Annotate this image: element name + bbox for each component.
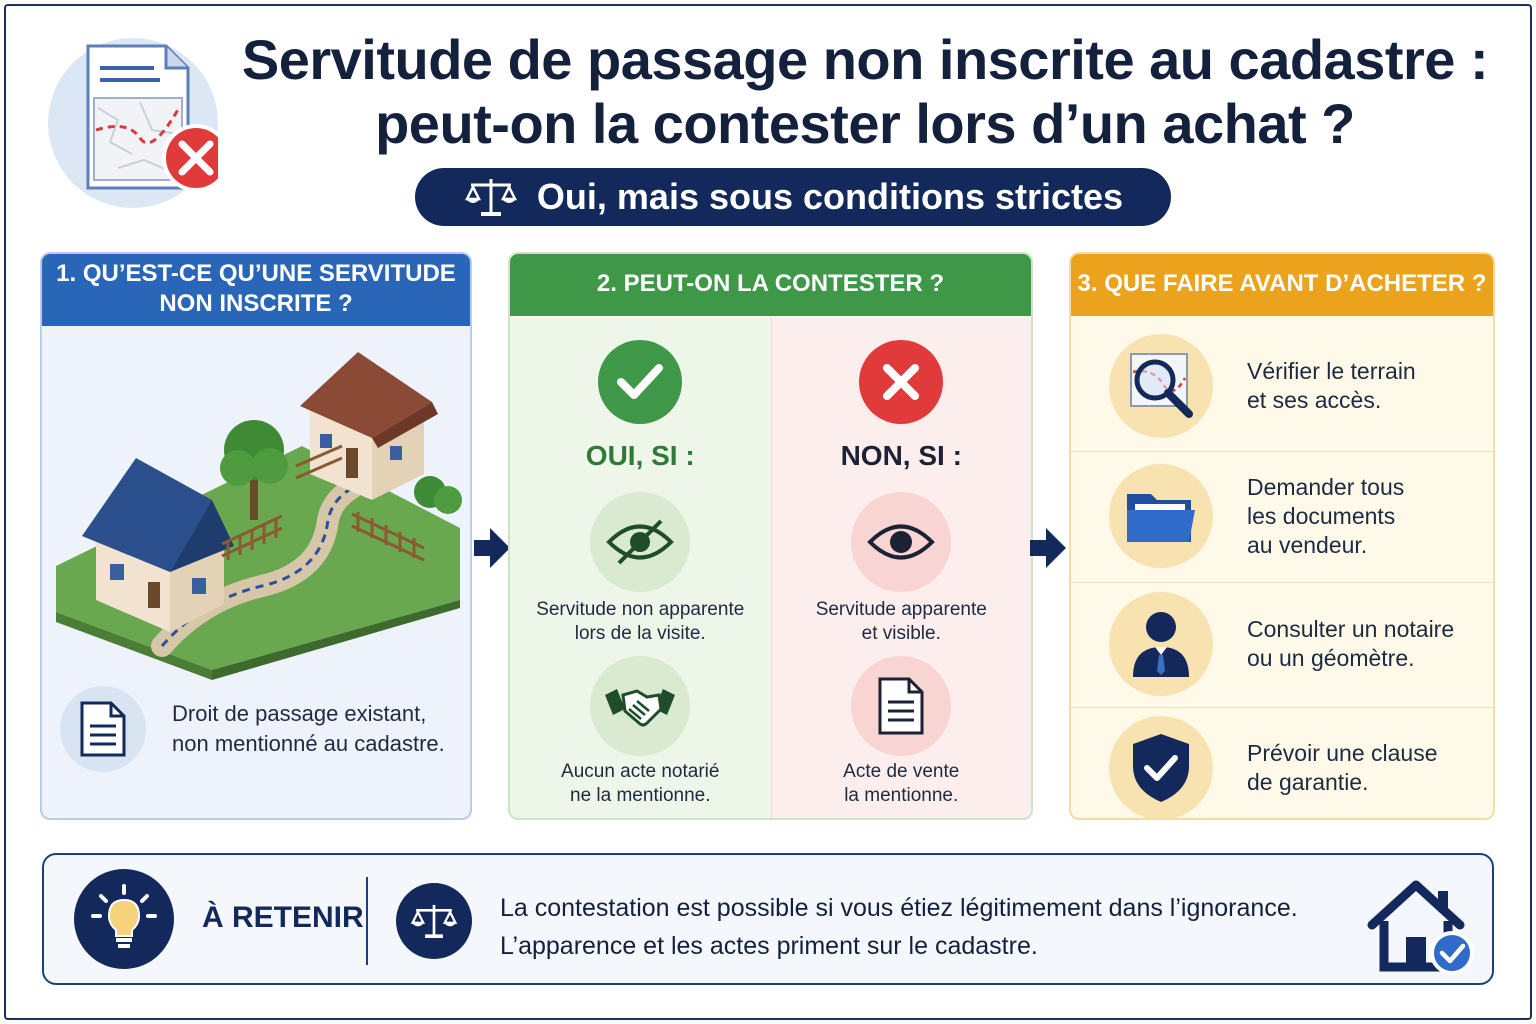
section-definition: 1. QU’EST-CE QU’UNE SERVITUDE NON INSCRI… — [40, 252, 472, 820]
contest-no-cond2-line1: Acte de vente — [843, 761, 960, 782]
scales-icon — [396, 883, 472, 959]
section-before-buying-title: 3. QUE FAIRE AVANT D’ACHETER ? — [1071, 254, 1493, 316]
contest-yes-cond2-line2: ne la mentionne. — [570, 785, 711, 806]
step-4-line2: de garantie. — [1247, 769, 1369, 795]
section-contest-title: 2. PEUT-ON LA CONTESTER ? — [510, 254, 1031, 316]
lightbulb-icon — [74, 869, 174, 969]
step-3-line1: Consulter un notaire — [1247, 616, 1455, 642]
contest-yes-cond1-line1: Servitude non apparente — [536, 599, 745, 620]
step-2-line3: au vendeur. — [1247, 531, 1368, 558]
contest-no-cond1-line1: Servitude apparente — [815, 599, 987, 620]
house-check-icon — [1367, 880, 1474, 975]
arrow-right-icon — [1030, 528, 1066, 568]
definition-note-line1: Droit de passage existant, — [172, 701, 427, 726]
section-definition-title-line2: NON INSCRITE ? — [159, 290, 353, 317]
folder-icon — [1109, 464, 1213, 568]
eye-icon — [851, 492, 952, 592]
definition-note-line2: non mentionné au cadastre. — [172, 731, 445, 756]
step-2-line1: Demander tous — [1247, 473, 1405, 500]
shield-check-icon — [1109, 716, 1213, 818]
magnifier-map-icon — [1109, 334, 1213, 438]
person-icon — [1109, 592, 1213, 696]
arrow-right-icon — [474, 528, 510, 568]
section-definition-title-line1: 1. QU’EST-CE QU’UNE SERVITUDE — [56, 260, 456, 287]
key-takeaway-label: À RETENIR — [202, 901, 364, 934]
subtitle-text: Oui, mais sous conditions strictes — [536, 176, 1124, 217]
subtitle-banner: Oui, mais sous conditions strictes — [415, 168, 1171, 226]
handshake-icon — [590, 656, 691, 756]
section-contest: 2. PEUT-ON LA CONTESTER ? OUI, SI : Serv… — [508, 252, 1033, 820]
page-frame — [4, 4, 1532, 1020]
contest-yes-label: OUI, SI : — [585, 440, 695, 471]
step-divider — [1071, 707, 1493, 708]
key-takeaway-separator — [366, 877, 368, 965]
step-1-line1: Vérifier le terrain — [1247, 358, 1416, 384]
document-icon — [60, 686, 146, 772]
section-before-buying: 3. QUE FAIRE AVANT D’ACHETER ? Vérifier … — [1069, 252, 1495, 820]
contest-no-panel: NON, SI : Servitude apparente et visible… — [770, 318, 1031, 818]
page-title: Servitude de passage non inscrite au cad… — [230, 28, 1500, 156]
cadastre-document-icon — [48, 38, 230, 208]
contest-yes-cond1-line2: lors de la visite. — [574, 623, 706, 644]
section-definition-title: 1. QU’EST-CE QU’UNE SERVITUDE NON INSCRI… — [42, 254, 470, 326]
contest-no-cond1-line2: et visible. — [861, 623, 941, 644]
definition-note: Droit de passage existant, non mentionné… — [60, 686, 445, 772]
cross-icon — [859, 340, 944, 424]
contest-yes-cond2-line1: Aucun acte notarié — [561, 761, 720, 782]
step-1-line2: et ses accès. — [1247, 387, 1382, 413]
scales-icon — [464, 179, 517, 216]
step-3-line2: ou un géomètre. — [1247, 645, 1415, 671]
step-2-line2: les documents — [1247, 502, 1396, 529]
key-takeaway-box: À RETENIR La contestation est possible s… — [42, 853, 1494, 985]
step-item: Demander tous les documents au vendeur. — [1071, 464, 1493, 568]
step-item: Prévoir une clause de garantie. — [1071, 716, 1493, 818]
document-icon — [851, 656, 952, 756]
houses-illustration — [56, 352, 462, 680]
contest-no-label: NON, SI : — [840, 440, 962, 471]
key-takeaway-line2: L’apparence et les actes priment sur le … — [500, 932, 1038, 960]
step-divider — [1071, 582, 1493, 583]
step-item: Vérifier le terrain et ses accès. — [1071, 334, 1493, 438]
step-item: Consulter un notaire ou un géomètre. — [1071, 592, 1493, 696]
key-takeaway-line1: La contestation est possible si vous éti… — [500, 894, 1298, 922]
eye-slash-icon — [590, 492, 691, 592]
step-divider — [1071, 451, 1493, 452]
contest-no-cond2-line2: la mentionne. — [844, 785, 959, 806]
title-line-1: Servitude de passage non inscrite au cad… — [241, 28, 1489, 91]
step-4-line1: Prévoir une clause — [1247, 740, 1438, 766]
contest-yes-panel: OUI, SI : Servitude non apparente lors d… — [510, 318, 771, 818]
check-icon — [598, 340, 683, 424]
title-line-2: peut-on la contester lors d’un achat ? — [375, 92, 1355, 155]
